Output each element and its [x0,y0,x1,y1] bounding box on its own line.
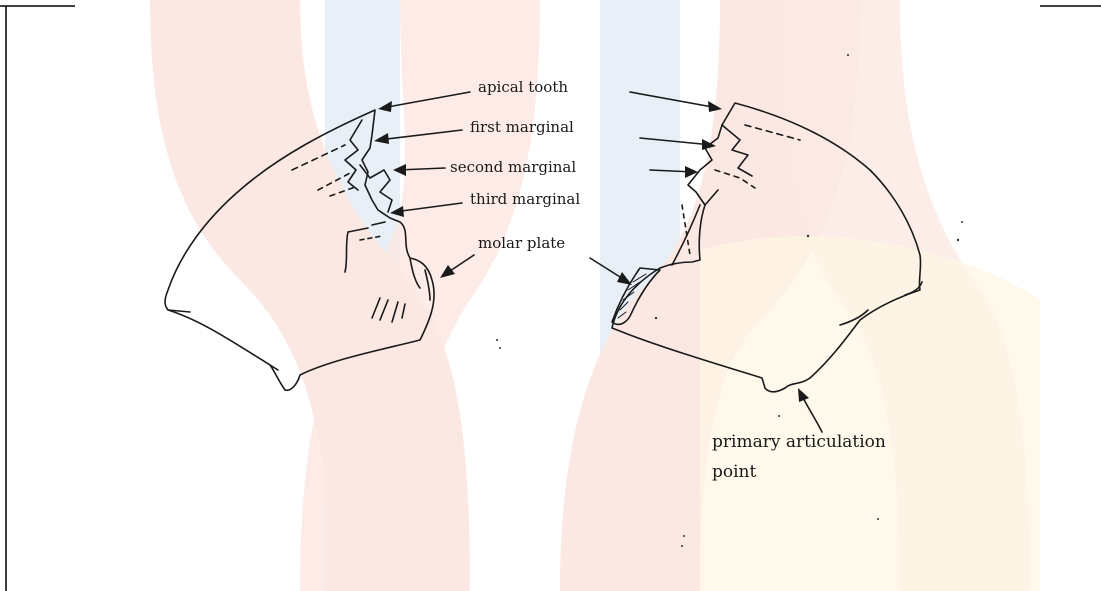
label-molar-plate: molar plate [478,236,565,251]
speck [655,317,657,319]
speck [961,221,963,223]
speck [807,235,809,237]
label-primary-articulation-line1: primary articulation [712,434,886,451]
speck [877,518,879,520]
label-second-marginal: second marginal [450,160,576,175]
label-first-marginal: first marginal [470,120,574,135]
speck [917,247,919,249]
speck [847,54,849,56]
speck [496,339,498,341]
label-primary-articulation-line2: point [712,464,756,481]
label-third-marginal: third marginal [470,192,580,207]
speck [681,545,683,547]
watermark-yellow-tint [700,236,1040,591]
left-mandible-base [168,310,278,370]
speck [683,535,685,537]
speck [778,415,780,417]
speck [499,347,501,349]
label-apical-tooth: apical tooth [478,80,568,95]
speck [957,239,959,241]
